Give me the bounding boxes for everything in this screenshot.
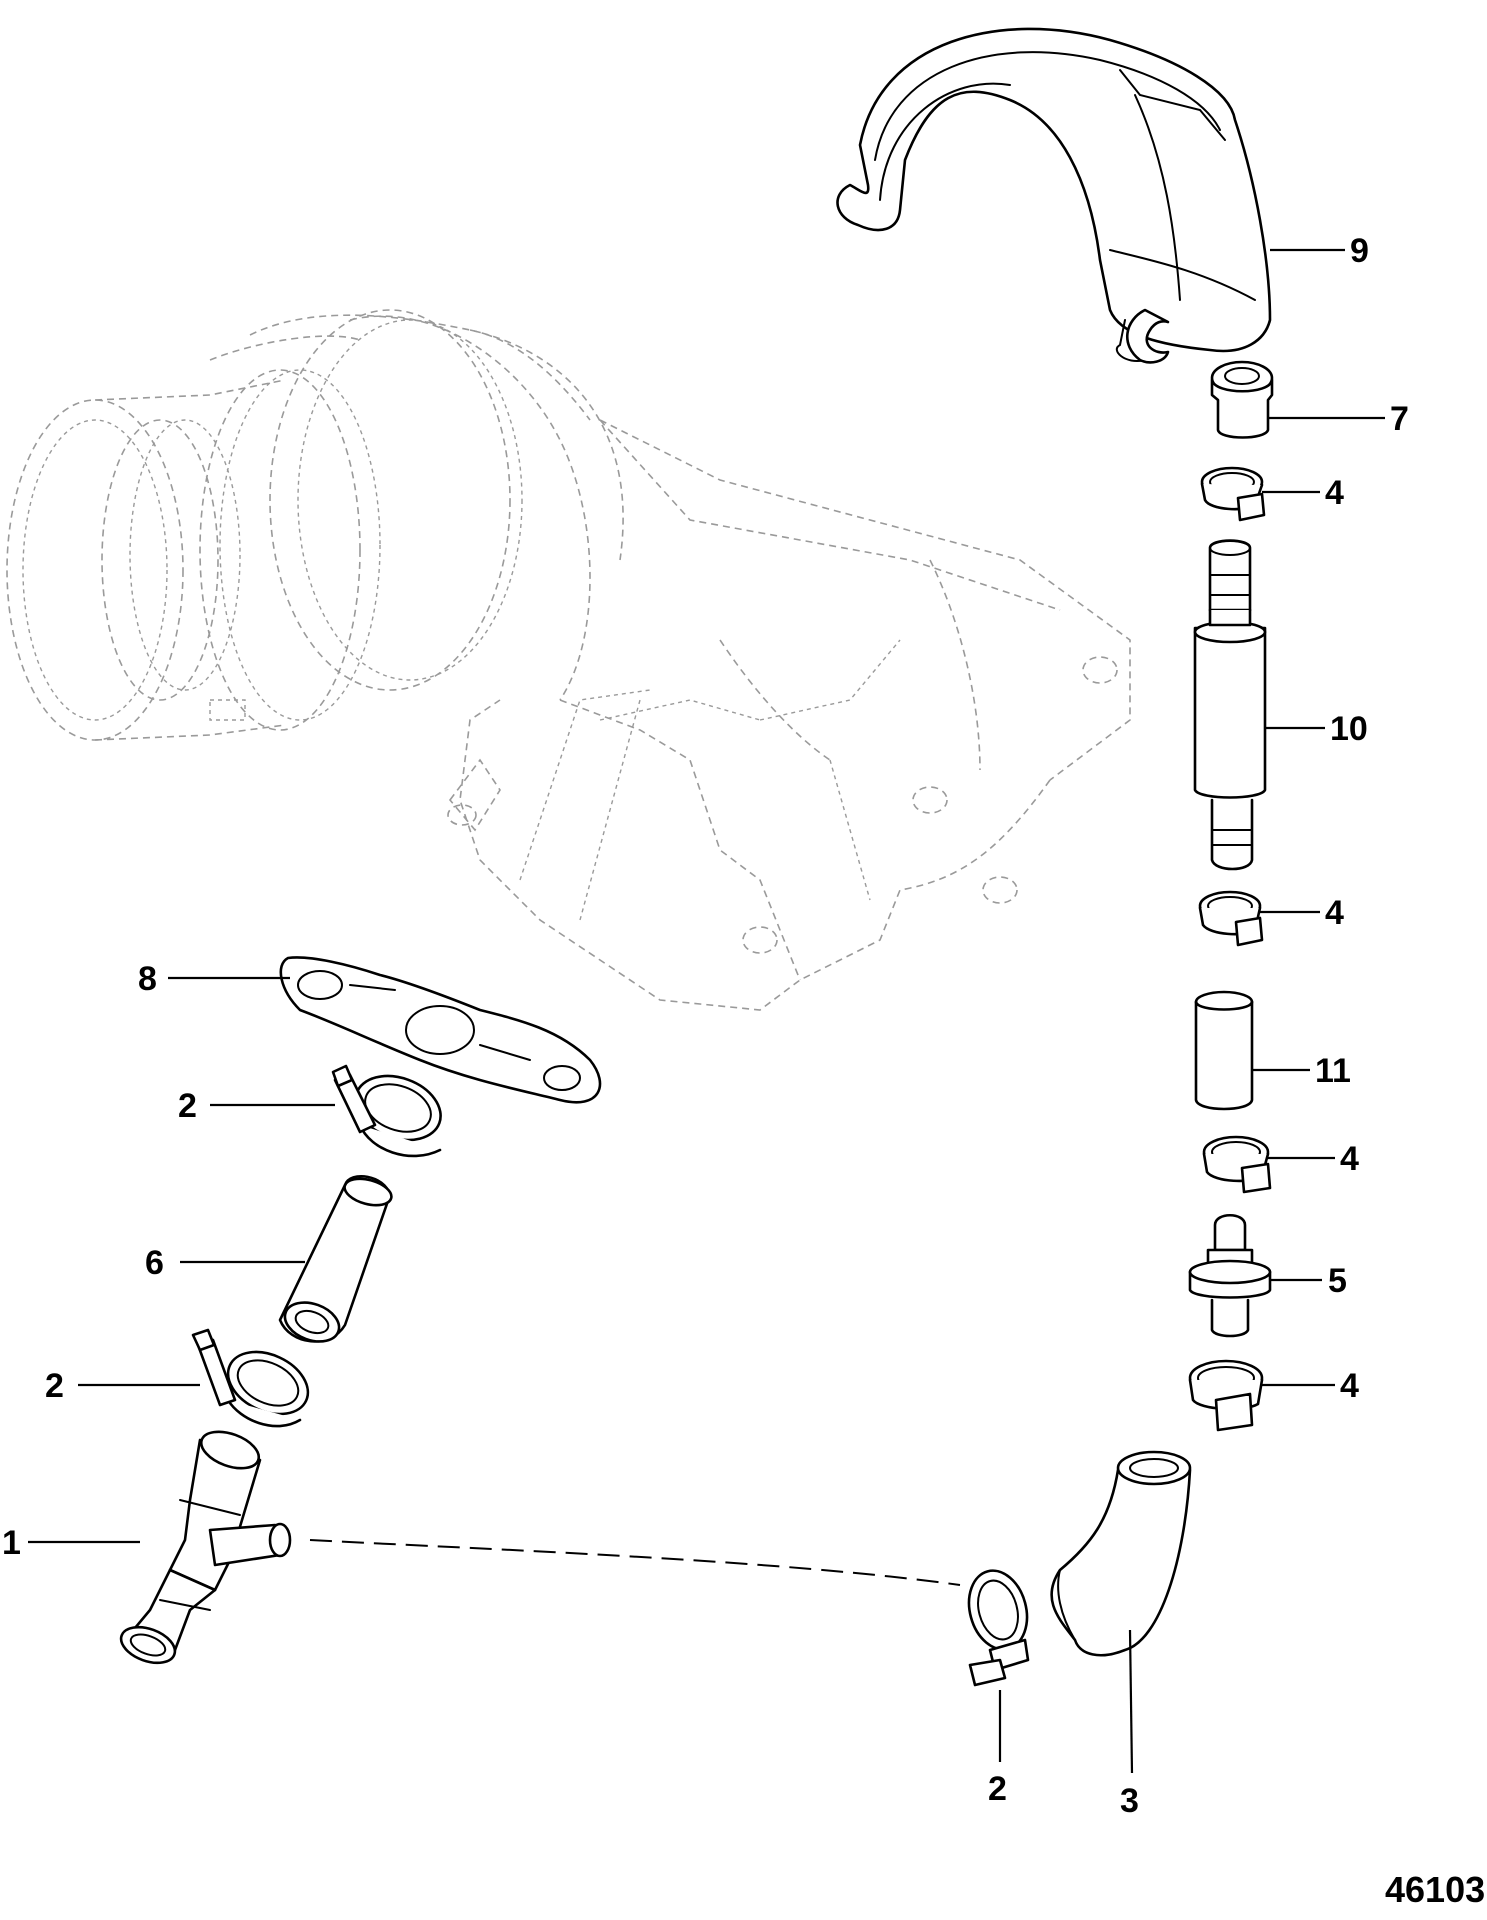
part-9-cover <box>836 27 1272 364</box>
callout-11: 11 <box>1315 1052 1351 1090</box>
callout-10: 10 <box>1330 710 1368 748</box>
part-4-clamp-c <box>1202 1135 1272 1194</box>
part-2-clamp-a <box>331 1064 442 1158</box>
callout-5: 5 <box>1328 1262 1347 1300</box>
callout-4: 4 <box>1340 1140 1359 1178</box>
leader-3 <box>1128 1629 1134 1774</box>
part-3-bent-hose <box>1050 1450 1192 1657</box>
figure-id: 46103 <box>1385 1869 1485 1910</box>
callout-6: 6 <box>145 1244 164 1282</box>
callout-4: 4 <box>1325 474 1344 512</box>
callout-3: 3 <box>1120 1782 1139 1820</box>
part-4-clamp-b <box>1198 890 1264 947</box>
ghost-engine-housing <box>6 309 1131 1011</box>
part-4-clamp-a <box>1200 466 1266 522</box>
part-8-gasket <box>279 956 602 1104</box>
part-11-hose <box>1194 990 1254 1111</box>
part-10-valve <box>1193 539 1267 871</box>
callout-2: 2 <box>988 1770 1007 1808</box>
leader-lines <box>28 248 1385 1774</box>
callout-4: 4 <box>1340 1367 1359 1405</box>
callout-8: 8 <box>138 960 157 998</box>
part-7-fitting <box>1210 360 1274 439</box>
part-1-tee-fitting <box>119 1430 292 1665</box>
part-5-check-valve <box>1188 1213 1272 1338</box>
callout-1: 1 <box>2 1524 21 1562</box>
callout-2: 2 <box>178 1087 197 1125</box>
callout-9: 9 <box>1350 232 1369 270</box>
callout-labels: 9 7 4 10 4 11 4 5 4 8 2 6 2 1 2 3 <box>2 232 1409 1820</box>
callout-4: 4 <box>1325 894 1344 932</box>
part-4-clamp-d <box>1188 1359 1264 1432</box>
part-6-hose <box>278 1175 393 1343</box>
callout-2: 2 <box>45 1367 64 1405</box>
connection-dashed-line <box>309 1539 961 1586</box>
callout-7: 7 <box>1390 400 1409 438</box>
part-2-clamp-c <box>967 1569 1030 1687</box>
part-2-clamp-b <box>191 1328 310 1428</box>
